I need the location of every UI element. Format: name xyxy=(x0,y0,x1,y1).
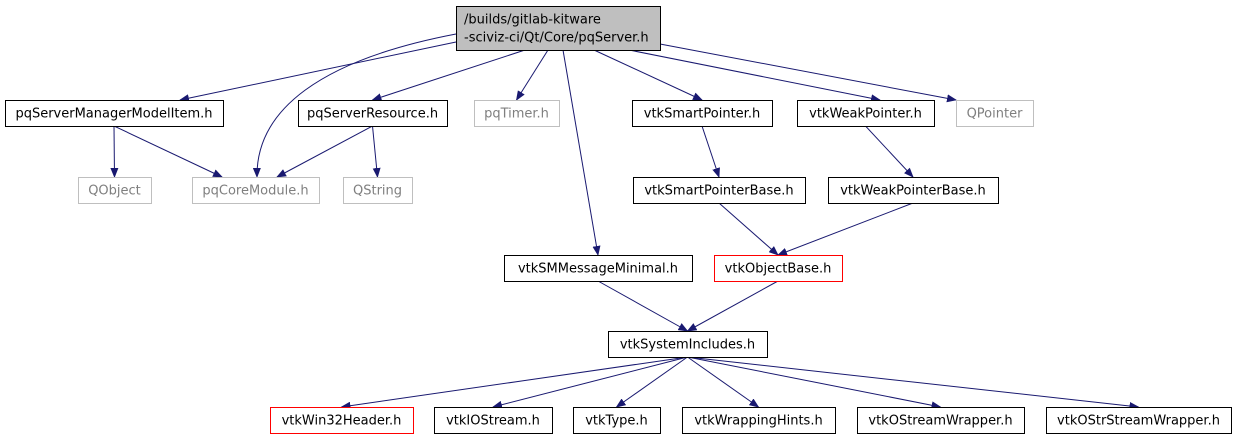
edges xyxy=(110,33,1140,410)
node-label: vtkOStreamWrapper.h xyxy=(868,414,1012,429)
node-vtkType[interactable]: vtkType.h xyxy=(573,407,661,434)
edge-root-to-QPointer xyxy=(659,43,957,103)
edge-vtkSystemIncludes-to-vtkOStrStreamWrapper xyxy=(687,356,1140,410)
node-vtkSmartPointerBase[interactable]: vtkSmartPointerBase.h xyxy=(633,177,806,204)
node-label: vtkSMMessageMinimal.h xyxy=(518,262,678,277)
node-vtkOStrStreamWrapper[interactable]: vtkOStrStreamWrapper.h xyxy=(1046,407,1232,434)
node-label: vtkSmartPointer.h xyxy=(644,107,760,122)
node-box xyxy=(797,100,935,127)
edge-pqServerManagerModelItem-to-pqCoreModule xyxy=(113,125,223,178)
node-pqServerResource[interactable]: pqServerResource.h xyxy=(298,100,448,127)
node-label: vtkWrappingHints.h xyxy=(694,414,822,429)
node-vtkSystemIncludes[interactable]: vtkSystemIncludes.h xyxy=(608,331,768,358)
node-box xyxy=(78,177,152,204)
node-vtkWrappingHints[interactable]: vtkWrappingHints.h xyxy=(682,407,836,434)
node-label: vtkSystemIncludes.h xyxy=(620,338,755,353)
node-label: vtkWeakPointer.h xyxy=(809,107,922,122)
node-box xyxy=(456,6,661,51)
edge-root-to-pqTimer xyxy=(515,49,549,101)
edge-vtkSystemIncludes-to-vtkIOStream xyxy=(492,356,688,409)
node-box xyxy=(682,407,836,434)
node-QString[interactable]: QString xyxy=(343,177,413,204)
node-box xyxy=(298,100,448,127)
edge-root-to-pqCoreModule xyxy=(252,33,457,178)
node-box xyxy=(270,407,414,434)
edge-vtkWeakPointer-to-vtkWeakPointerBase xyxy=(865,125,914,178)
node-box xyxy=(857,407,1025,434)
node-root: /builds/gitlab-kitware -sciviz-ci/Qt/Core… xyxy=(456,6,661,51)
node-box xyxy=(828,177,999,204)
edge-vtkSystemIncludes-to-vtkType xyxy=(615,356,688,408)
edge-root-to-vtkSmartPointer xyxy=(593,49,703,101)
node-label: QPointer xyxy=(967,107,1024,122)
edge-pqServerResource-to-QString xyxy=(372,125,381,178)
node-vtkWeakPointer[interactable]: vtkWeakPointer.h xyxy=(797,100,935,127)
node-vtkWin32Header[interactable]: vtkWin32Header.h xyxy=(270,407,414,434)
node-box xyxy=(504,255,693,282)
node-pqTimer[interactable]: pqTimer.h xyxy=(474,100,560,127)
node-box xyxy=(5,100,224,127)
node-label: vtkObjectBase.h xyxy=(725,262,832,277)
node-box xyxy=(714,255,843,282)
edge-vtkSystemIncludes-to-vtkOStreamWrapper xyxy=(687,356,942,410)
edge-root-to-pqServerResource xyxy=(371,49,526,101)
node-label: vtkOStrStreamWrapper.h xyxy=(1057,414,1220,429)
node-label: vtkWin32Header.h xyxy=(282,414,402,429)
node-box xyxy=(956,100,1034,127)
edge-vtkWeakPointerBase-to-vtkObjectBase xyxy=(777,202,914,256)
edge-vtkSMMessageMinimal-to-vtkSystemIncludes xyxy=(597,280,689,332)
edge-vtkSystemIncludes-to-vtkWrappingHints xyxy=(687,356,760,408)
edge-vtkObjectBase-to-vtkSystemIncludes xyxy=(686,280,779,332)
node-label: pqTimer.h xyxy=(484,107,549,122)
node-label: pqCoreModule.h xyxy=(202,184,308,199)
node-label: pqServerResource.h xyxy=(307,107,438,122)
node-box xyxy=(573,407,661,434)
node-label: vtkSmartPointerBase.h xyxy=(644,184,793,199)
node-label: vtkWeakPointerBase.h xyxy=(840,184,986,199)
node-label: /builds/gitlab-kitware xyxy=(464,13,601,28)
edge-root-to-vtkSMMessageMinimal xyxy=(562,49,601,256)
node-pqCoreModule[interactable]: pqCoreModule.h xyxy=(192,177,320,204)
edge-vtkSmartPointer-to-vtkSmartPointerBase xyxy=(701,125,720,178)
node-label: QString xyxy=(353,184,402,199)
node-box xyxy=(1046,407,1232,434)
edge-vtkSmartPointerBase-to-vtkObjectBase xyxy=(718,202,779,256)
node-box xyxy=(434,407,553,434)
edge-root-to-vtkWeakPointer xyxy=(628,49,881,103)
node-box xyxy=(192,177,320,204)
node-QPointer[interactable]: QPointer xyxy=(956,100,1034,127)
node-vtkSMMessageMinimal[interactable]: vtkSMMessageMinimal.h xyxy=(504,255,693,282)
node-pqServerManagerModelItem[interactable]: pqServerManagerModelItem.h xyxy=(5,100,224,127)
node-box xyxy=(633,177,806,204)
node-label: -sciviz-ci/Qt/Core/pqServer.h xyxy=(464,31,649,46)
node-label: vtkType.h xyxy=(585,414,648,429)
node-vtkOStreamWrapper[interactable]: vtkOStreamWrapper.h xyxy=(857,407,1025,434)
node-label: QObject xyxy=(88,184,141,199)
node-box xyxy=(343,177,413,204)
node-box xyxy=(608,331,768,358)
node-label: vtkIOStream.h xyxy=(446,414,540,429)
nodes: /builds/gitlab-kitware -sciviz-ci/Qt/Core… xyxy=(5,6,1232,434)
node-vtkSmartPointer[interactable]: vtkSmartPointer.h xyxy=(632,100,773,127)
node-label: pqServerManagerModelItem.h xyxy=(15,107,212,122)
node-QObject[interactable]: QObject xyxy=(78,177,152,204)
node-box xyxy=(474,100,560,127)
node-box xyxy=(632,100,773,127)
node-vtkWeakPointerBase[interactable]: vtkWeakPointerBase.h xyxy=(828,177,999,204)
edge-root-to-pqServerManagerModelItem xyxy=(179,41,457,103)
edge-pqServerManagerModelItem-to-QObject xyxy=(110,125,119,178)
node-vtkIOStream[interactable]: vtkIOStream.h xyxy=(434,407,553,434)
edge-vtkSystemIncludes-to-vtkWin32Header xyxy=(340,356,688,410)
node-vtkObjectBase[interactable]: vtkObjectBase.h xyxy=(714,255,843,282)
edge-pqServerResource-to-pqCoreModule xyxy=(276,125,373,178)
